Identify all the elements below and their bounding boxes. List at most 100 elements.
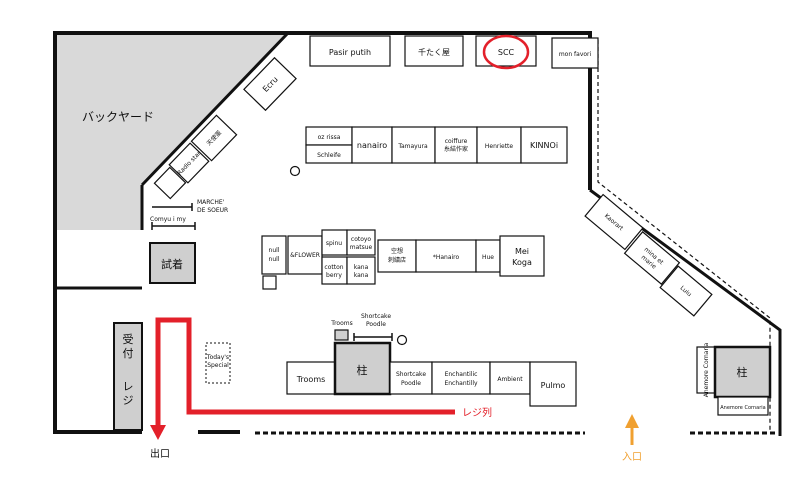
- booth-scc: SCC: [498, 48, 515, 57]
- backyard-label: バックヤード: [82, 110, 154, 124]
- fitting-room-label: 試着: [161, 257, 183, 271]
- entrance-arrow-head: [625, 414, 639, 428]
- register-box: [113, 322, 143, 431]
- booth-ambient-box: [489, 361, 531, 395]
- booth-coiffure-box: [434, 126, 478, 164]
- booth-shortcake-box: [389, 361, 433, 395]
- pillar-right-label: 柱: [737, 365, 748, 379]
- booth-null-line1: null: [269, 247, 280, 254]
- register-queue-path: [155, 317, 455, 428]
- booth-marche-line1: MARCHE': [197, 199, 225, 206]
- booth-flower-box: [287, 235, 323, 275]
- booth-mei-line1: Mei: [515, 247, 529, 256]
- queue-label: レジ列: [462, 406, 492, 419]
- register-label-3: レ: [123, 380, 134, 393]
- booth-enchantilic-line1: Enchantilic: [445, 371, 478, 378]
- register-label-4: ジ: [123, 394, 134, 407]
- booth-null-line2: null: [269, 256, 280, 263]
- booth-spinu: spinu: [326, 240, 342, 247]
- booth-oz-rissa: oz rissa: [318, 134, 341, 141]
- booth-tamayura-box: [391, 126, 436, 164]
- entrance-label: 入口: [622, 452, 642, 463]
- booth-mei-koga-box: [499, 235, 545, 277]
- booth-shortcake-small-line2: Poodle: [366, 321, 386, 328]
- booth-henriette-box: [476, 126, 522, 164]
- booth-comyu: Comyu i my: [150, 216, 186, 223]
- pillar-center-label: 柱: [357, 363, 368, 377]
- booth-ambient: Ambient: [497, 376, 523, 383]
- trooms-small-box: [334, 329, 349, 341]
- booth-cotton-line1: cotton: [324, 264, 343, 271]
- backyard-area: [55, 33, 288, 230]
- booth-coiffure-line1: coiffure: [445, 138, 468, 145]
- booth-enchantilic-box: [431, 361, 491, 395]
- booth-kuusou-line1: 空想: [391, 247, 403, 255]
- booth-radio-star-box: [168, 142, 210, 184]
- booth-marche-line2: DE SOEUR: [197, 207, 228, 214]
- booth-trooms: Trooms: [296, 375, 326, 384]
- booth-mei-line2: Koga: [512, 258, 532, 267]
- booth-flower: &FLOWER: [290, 252, 320, 259]
- booth-luiu-box: [659, 265, 713, 317]
- backyard-diagonal-wall: [140, 31, 290, 187]
- booth-kinnoi: KINNOi: [530, 141, 558, 150]
- booth-shortcake-small-line1: Shortcake: [361, 313, 391, 320]
- booth-todays-line1: Today's: [206, 354, 229, 361]
- booth-trooms-box: [286, 361, 336, 395]
- booth-hanairo-box: [415, 239, 477, 273]
- booth-mon-favori-box: [551, 37, 599, 69]
- pillar-marker-small: [289, 165, 301, 177]
- booth-trooms-small: Trooms: [330, 320, 352, 327]
- booth-chitakuya-box: [404, 35, 464, 67]
- booth-tenshi-box: [190, 114, 238, 162]
- booth-anemore-bottom: Anemore Cornaria: [720, 405, 765, 411]
- booth-coiffure-line2: 糸結作家: [444, 145, 468, 153]
- booth-pasir-putih: Pasir putih: [329, 48, 371, 57]
- outer-wall-right: [589, 188, 782, 436]
- scc-highlight-circle: [482, 34, 530, 70]
- booth-enchantilic-line2: Enchantilly: [444, 380, 478, 387]
- booth-ecru-box: [243, 56, 297, 112]
- booth-cotoyo-line1: cotoyo: [351, 236, 372, 243]
- booth-anemore-bottom-box: [717, 396, 769, 416]
- booth-mon-favori: mon favori: [559, 51, 592, 58]
- booth-hue: Hue: [482, 254, 494, 261]
- booth-cotton-line2: berry: [326, 272, 342, 279]
- booth-kuusou-line2: 刺繍店: [388, 256, 406, 264]
- booth-chitakuya: 千たく屋: [418, 47, 450, 57]
- booth-pulmo-box: [529, 361, 577, 407]
- exit-label: 出口: [150, 447, 170, 460]
- booth-null-box: [261, 235, 287, 275]
- pillar-right-box: [713, 345, 772, 399]
- booth-kana-line1: kana: [354, 264, 369, 271]
- booth-pasir-putih-box: [309, 35, 391, 67]
- booth-mina-box: [623, 231, 681, 285]
- booth-small-empty-box: [153, 166, 187, 200]
- booth-anemore-vertical: Anemore Cornaria: [703, 342, 710, 397]
- dashed-wall-right: [597, 40, 771, 430]
- booth-spinu-box: [321, 229, 348, 256]
- booth-nanairo-box: [351, 126, 393, 164]
- booth-scc-box: [475, 35, 537, 67]
- booth-kinnoi-box: [520, 126, 568, 164]
- booth-cotoyo-line2: matsue: [350, 244, 373, 251]
- booth-tamayura: Tamayura: [397, 143, 428, 150]
- booth-henriette: Henriette: [485, 143, 514, 150]
- booth-kana-line2: kana: [354, 272, 369, 279]
- booth-hanairo: *Hanairo: [433, 254, 460, 261]
- booth-shortcake-line2: Poodle: [401, 380, 421, 387]
- booth-cotoyo-box: [346, 229, 376, 256]
- exit-arrow-head: [150, 425, 166, 440]
- booth-todays-line2: Special: [207, 362, 229, 369]
- booth-kuusou-box: [377, 239, 417, 273]
- booth-pulmo: Pulmo: [541, 381, 566, 390]
- booth-shortcake-line1: Shortcake: [396, 371, 426, 378]
- outer-wall-left: [53, 31, 592, 420]
- register-label-2: 付: [123, 347, 134, 360]
- fitting-room-box: [149, 242, 196, 284]
- booth-todays-special-box: [205, 342, 231, 384]
- booth-small-square-box: [262, 275, 277, 290]
- booth-kaorart-box: [584, 193, 644, 251]
- register-label-1: 受: [123, 333, 134, 346]
